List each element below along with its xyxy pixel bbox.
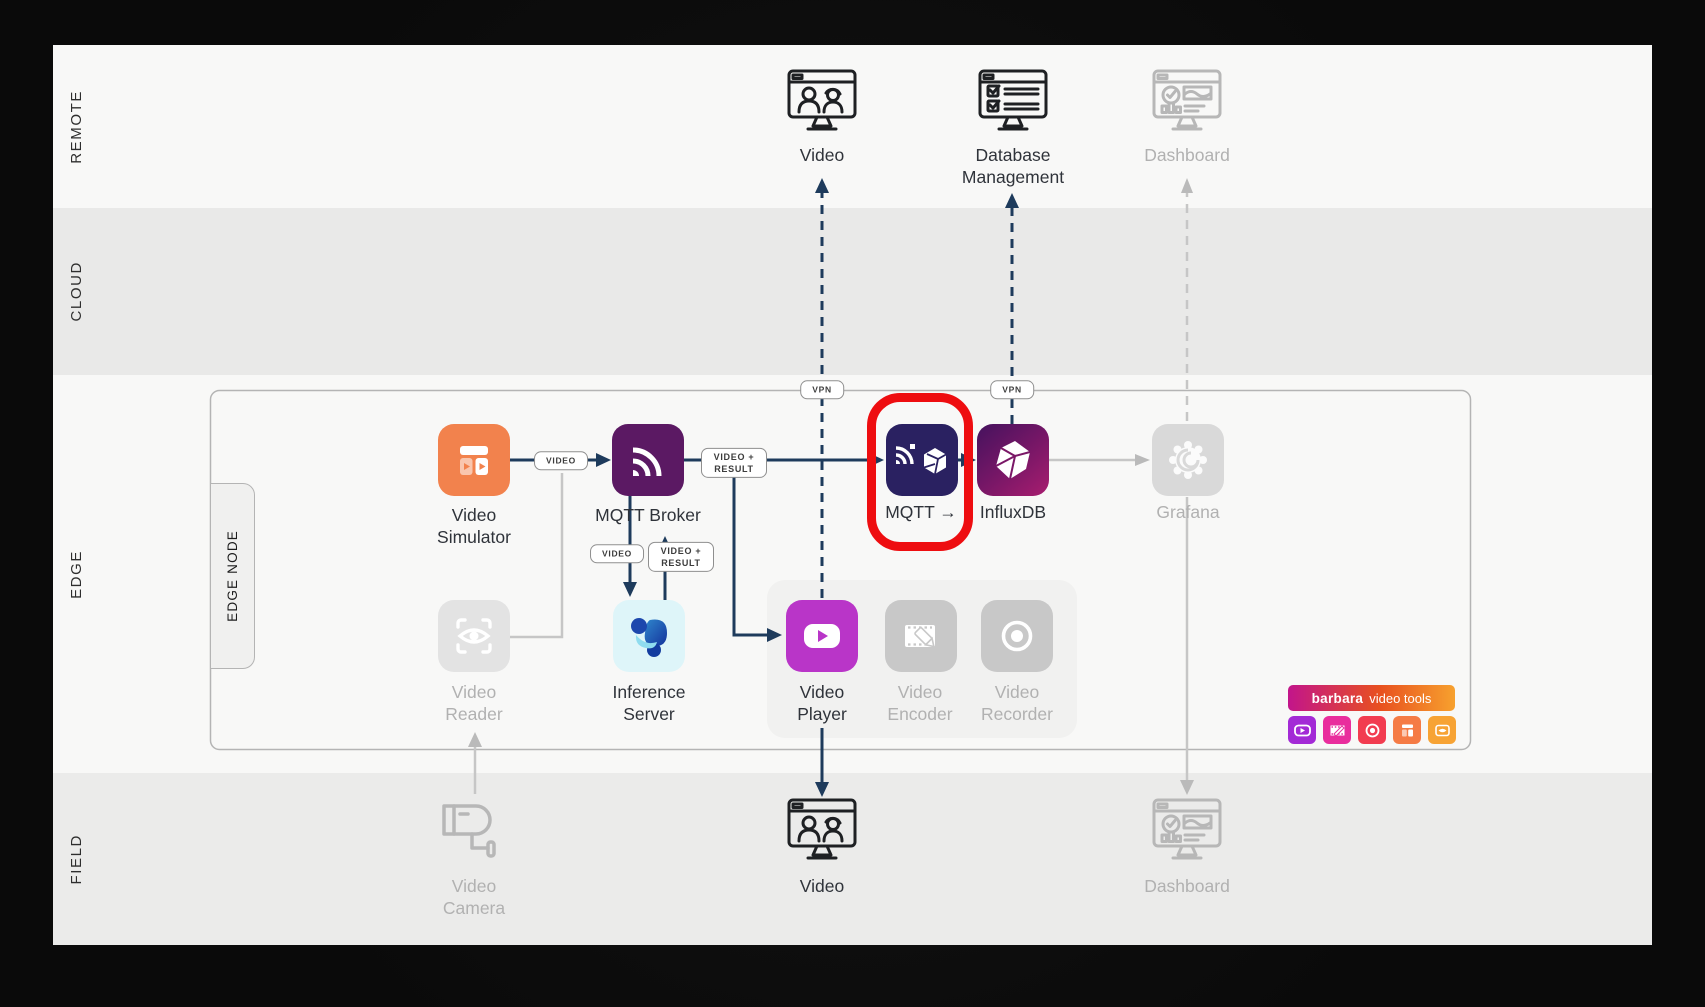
influxdb-icon — [995, 441, 1031, 480]
video-encoder-node — [885, 600, 957, 672]
remote-video-label: Video — [799, 145, 845, 165]
vpn-badge-2: VPN — [990, 380, 1034, 400]
remote-dashboard-icon — [1151, 68, 1223, 134]
video-reader-mini-icon — [1428, 716, 1456, 744]
video-recorder-node — [981, 600, 1053, 672]
field-video-label: Video — [799, 876, 845, 896]
influxdb-label: InfluxDB — [979, 502, 1047, 522]
remote-video-icon — [786, 68, 858, 134]
mqtt-icon — [632, 447, 662, 477]
video-player-mini-icon — [1288, 716, 1316, 744]
barbara-brand-text: barbara — [1311, 690, 1364, 706]
remote-dashboard-label: Dashboard — [1144, 145, 1230, 165]
barbara-video-tools-logo: barbara video tools — [1288, 685, 1456, 744]
grafana-label: Grafana — [1156, 502, 1220, 522]
label-video-stream: VIDEO — [534, 451, 588, 471]
label-result-from-inference: VIDEO + RESULT — [648, 541, 714, 573]
video-camera-label: Video Camera — [442, 876, 506, 918]
grafana-node — [1152, 424, 1224, 496]
mqtt-broker-node — [612, 424, 684, 496]
database-management-icon — [977, 68, 1049, 134]
mqtt-bridge-label: MQTT → — [885, 502, 957, 522]
video-simulator-mini-icon — [1393, 716, 1421, 744]
mqtt-to-influx-icon — [895, 444, 947, 475]
inference-server-label: Inference Server — [612, 682, 686, 724]
edge-node-tab: EDGE NODE — [210, 483, 255, 669]
influxdb-node — [977, 424, 1049, 496]
barbara-product-text: video tools — [1369, 690, 1432, 706]
video-player-icon — [804, 624, 840, 648]
field-dashboard-icon — [1151, 797, 1223, 863]
video-encoder-label: Video Encoder — [887, 682, 953, 724]
inference-server-icon — [631, 618, 667, 657]
wire-result-to-player — [732, 477, 768, 637]
label-video-to-inference: VIDEO — [590, 544, 644, 564]
inference-server-node — [613, 600, 685, 672]
video-player-label: Video Player — [797, 682, 847, 724]
field-dashboard-label: Dashboard — [1144, 876, 1230, 896]
grafana-icon — [1169, 441, 1207, 479]
vpn-badge-1: VPN — [800, 380, 844, 400]
video-reader-label: Video Reader — [445, 682, 503, 724]
video-encoder-icon — [905, 625, 935, 648]
wire-reader-to-video-line — [510, 473, 564, 639]
mqtt-bridge-node — [886, 424, 958, 496]
label-video-result-stream: VIDEO + RESULT — [701, 447, 767, 479]
field-video-icon — [786, 797, 858, 863]
video-recorder-label: Video Recorder — [981, 682, 1053, 724]
barbara-banner: barbara video tools — [1288, 685, 1455, 711]
video-player-node — [786, 600, 858, 672]
video-camera-icon — [432, 792, 522, 872]
mqtt-bridge-highlight — [867, 393, 973, 551]
video-simulator-node — [438, 424, 510, 496]
mqtt-broker-label: MQTT Broker — [595, 505, 701, 525]
video-recorder-mini-icon — [1358, 716, 1386, 744]
video-reader-icon — [456, 618, 492, 654]
band-cloud: CLOUD — [53, 208, 1652, 375]
video-simulator-label: Video Simulator — [437, 505, 511, 547]
database-management-label: Database Management — [961, 145, 1065, 187]
video-encoder-mini-icon — [1323, 716, 1351, 744]
video-simulator-icon — [460, 446, 488, 475]
video-recorder-icon — [1001, 620, 1033, 652]
video-reader-node — [438, 600, 510, 672]
